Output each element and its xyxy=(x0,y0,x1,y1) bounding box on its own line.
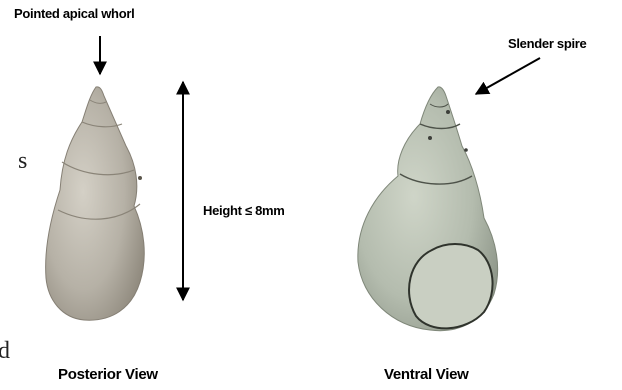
ventral-view-caption: Ventral View xyxy=(384,366,469,383)
height-label: Height ≤ 8mm xyxy=(203,203,285,218)
apical-whorl-label: Pointed apical whorl xyxy=(14,6,134,21)
slender-spire-label: Slender spire xyxy=(508,36,586,51)
posterior-view-caption: Posterior View xyxy=(58,366,158,383)
ventral-shell xyxy=(358,87,498,331)
cropped-text-fragment-s: s xyxy=(18,148,27,175)
spire-arrow xyxy=(476,58,540,94)
posterior-shell xyxy=(46,87,145,320)
cropped-text-fragment-d: d xyxy=(0,338,10,365)
